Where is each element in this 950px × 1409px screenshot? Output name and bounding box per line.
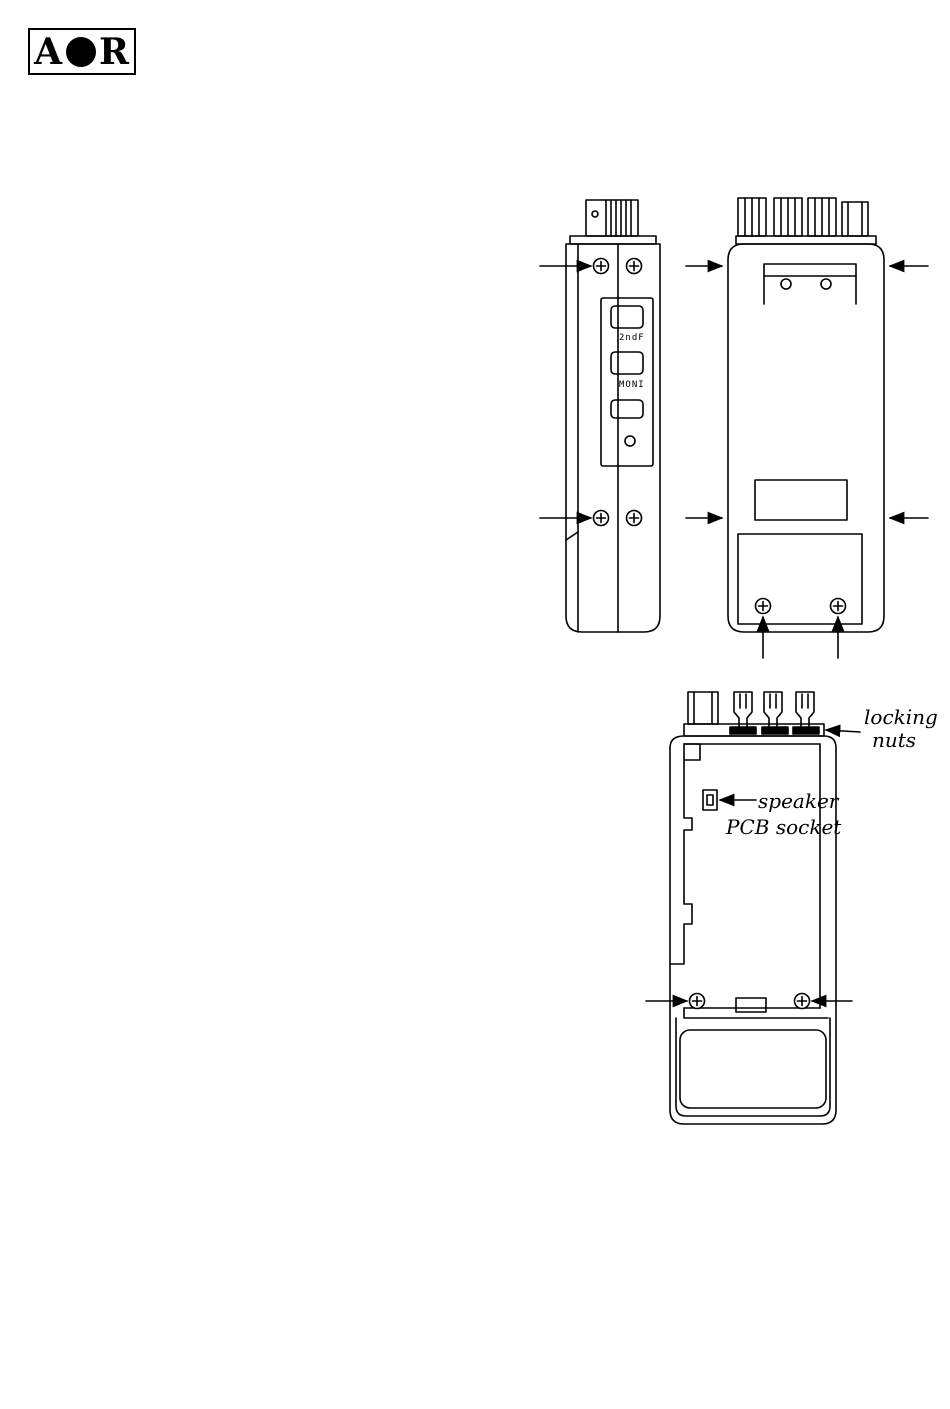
side-button-moni	[611, 352, 643, 374]
side-screw-bottom-right	[627, 511, 642, 526]
side-button-2ndf	[611, 306, 643, 328]
side-button-round	[625, 436, 635, 446]
inner-battery-window	[680, 1030, 826, 1108]
back-body	[728, 244, 884, 632]
inner-view	[646, 692, 860, 1124]
back-view	[686, 198, 928, 658]
inner-screw-left	[690, 994, 705, 1009]
back-belt-clip	[764, 264, 856, 304]
label-2ndf: 2ndF	[619, 333, 645, 343]
side-view	[540, 200, 660, 632]
locking-nut-2	[762, 727, 788, 734]
label-locking: locking	[864, 706, 938, 728]
back-label-plate	[755, 480, 847, 520]
side-screw-bottom-left	[594, 511, 609, 526]
inner-pcb-left-edge	[670, 744, 692, 964]
locking-nut-1	[730, 727, 756, 734]
back-screw-right	[831, 599, 846, 614]
back-antenna-connector	[842, 202, 868, 236]
label-moni: MONI	[619, 380, 645, 390]
side-body	[566, 244, 660, 632]
label-nuts: nuts	[872, 729, 916, 751]
side-screw-top-right	[627, 259, 642, 274]
inner-screw-right	[795, 994, 810, 1009]
inner-bottom-clip	[736, 998, 766, 1012]
side-button-third	[611, 400, 643, 418]
back-screw-left	[756, 599, 771, 614]
inner-knob-shafts	[734, 692, 814, 728]
label-speaker: speaker	[758, 790, 838, 812]
label-pcb-socket: PCB socket	[726, 816, 841, 838]
inner-antenna-connector	[688, 692, 718, 724]
locking-nut-3	[793, 727, 819, 734]
speaker-pcb-socket	[703, 790, 717, 810]
side-screw-top-left	[594, 259, 609, 274]
